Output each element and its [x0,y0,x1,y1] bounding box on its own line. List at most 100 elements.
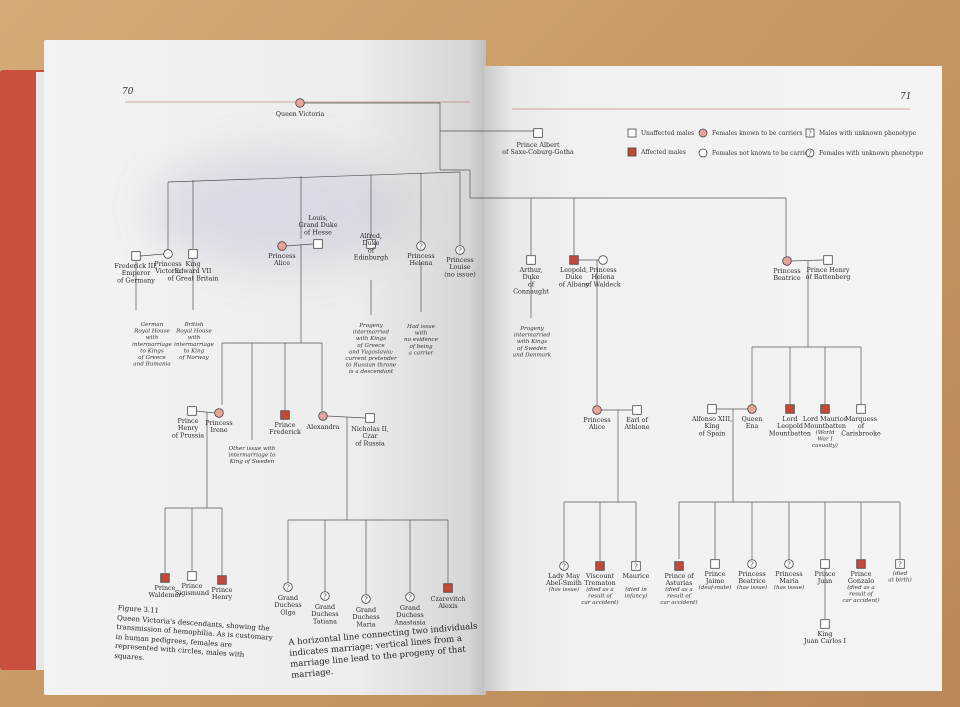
legend-symbol-unknown_female: ? [805,148,815,158]
person-symbol-died_birth: ? [895,559,905,569]
note-lady_may_note: (has issue) [549,586,579,593]
person-symbol-helena: ? [416,241,426,251]
person-symbol-leopoldm [785,404,795,414]
note-jaime_note: (deaf-mute) [699,584,732,591]
person-symbol-edward7 [188,249,198,259]
person-symbol-henryp [187,406,197,416]
person-symbol-pbeatrice: ? [747,559,757,569]
pedigree-line [139,253,165,257]
person-label-maurice: Maurice [623,572,650,580]
pedigree-line [285,243,314,247]
pedigree-line [790,259,824,262]
person-symbol-louis [313,239,323,249]
person-symbol-alfred [366,239,376,249]
legend-label-unknown_female: Females with unknown phenotype [819,150,923,157]
person-symbol-irene [214,408,224,418]
person-symbol-gonzalo [856,559,866,569]
person-symbol-juan [820,559,830,569]
person-label-alexandra: Alexandra [306,423,340,431]
person-symbol-palice [592,405,602,415]
svg-text:?: ? [408,594,412,602]
svg-text:?: ? [898,561,902,569]
person-symbol-albert [533,128,543,138]
left-page [44,40,486,695]
svg-text:?: ? [808,129,812,137]
note-pmaria_note: (has issue) [774,584,804,591]
legend-symbol-unknown_male: ? [805,128,815,138]
person-symbol-maria: ? [361,594,371,604]
person-symbol-leopold [569,255,579,265]
person-label-victoria: Queen Victoria [276,110,325,118]
note-pbeatrice_note: (has issue) [737,584,767,591]
person-symbol-fred3 [131,251,141,261]
svg-text:?: ? [364,596,368,604]
person-symbol-beatrice [782,256,792,266]
person-symbol-athlone [632,405,642,415]
pedigree-lines [135,102,901,619]
person-symbol-olga: ? [283,582,293,592]
person-symbol-maurice: ? [631,561,641,571]
svg-text:?: ? [787,561,791,569]
svg-text:?: ? [750,561,754,569]
svg-text:?: ? [419,243,423,251]
svg-text:?: ? [323,593,327,601]
person-symbol-alexis [443,583,453,593]
legend-label-unaffected_male: Unaffected males [641,130,694,137]
person-symbol-sigismund [187,571,197,581]
person-symbol-ena [747,404,757,414]
svg-text:?: ? [808,149,812,157]
figure-caption: Figure 3.11 Queen Victoria's descendants… [114,604,278,672]
person-symbol-alice [277,241,287,251]
person-symbol-asturias [674,561,684,571]
page-number-left: 70 [122,87,134,97]
person-symbol-jaime [710,559,720,569]
svg-text:?: ? [562,563,566,571]
legend-label-carrier_female: Females known to be carriers [712,130,802,137]
person-symbol-louise: ? [455,245,465,255]
right-page [484,66,942,691]
person-symbol-trematon [595,561,605,571]
legend-symbol-carrier_female [698,128,708,138]
person-symbol-anastasia: ? [405,592,415,602]
person-symbol-nicholas [365,413,375,423]
